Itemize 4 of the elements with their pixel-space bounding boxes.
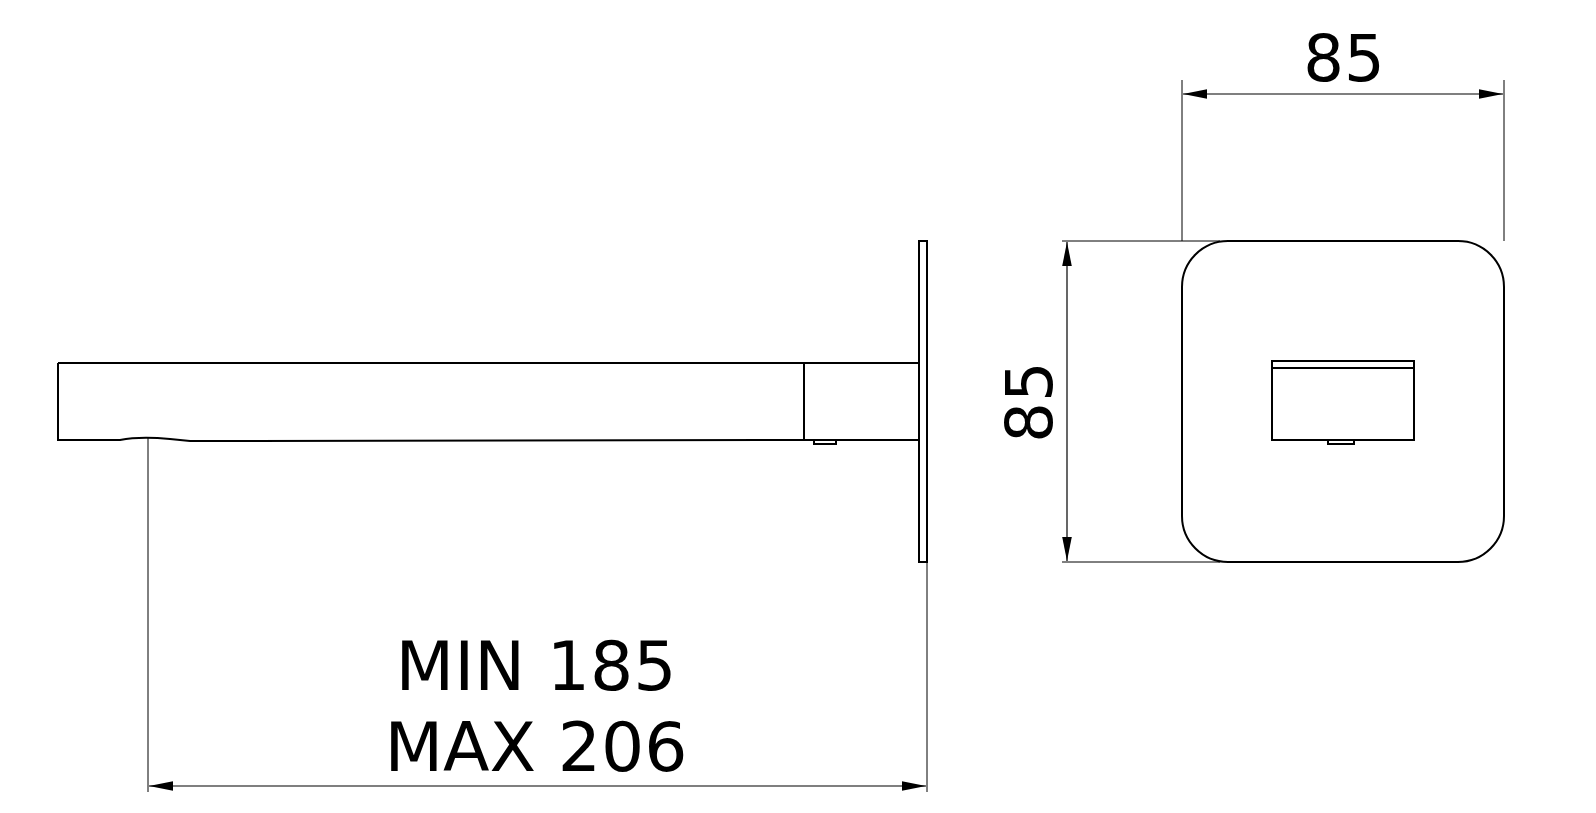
dimension-text: MAX 206 (384, 714, 688, 782)
dimension-text: 85 (998, 361, 1062, 443)
dimension-text: 85 (1303, 27, 1385, 91)
dimension-text: MIN 185 (395, 633, 677, 701)
